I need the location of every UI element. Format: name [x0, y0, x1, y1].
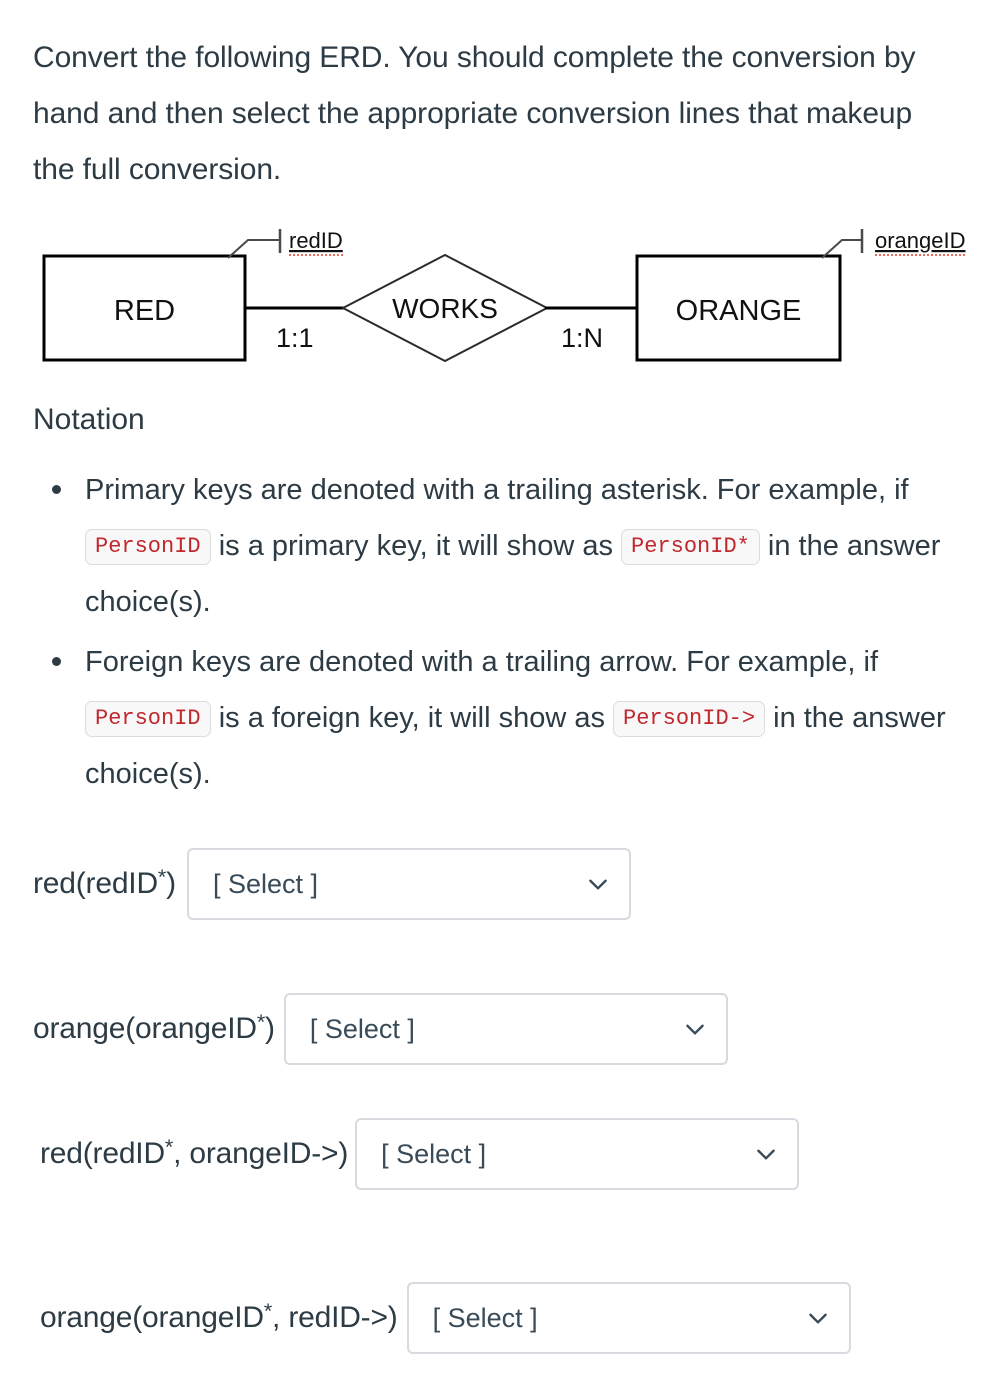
select-red-fk-value: [ Select ]: [381, 1138, 487, 1169]
notation-text-part1: Foreign keys are denoted with a trailing…: [85, 646, 879, 678]
answer-row-red: red(redID*) [ Select ]: [33, 848, 631, 920]
select-orange[interactable]: [ Select ]: [283, 993, 728, 1065]
answer-label-orange: orange(orangeID*): [33, 1008, 275, 1045]
question-prompt: Convert the following ERD. You should co…: [33, 41, 916, 186]
notation-text-part3: in the answer choice(s).: [85, 702, 946, 790]
bullet-icon: [52, 657, 61, 666]
select-orange-fk-value: [ Select ]: [432, 1302, 538, 1333]
answer-label-orange-fk: orange(orangeID*, redID->): [40, 1297, 398, 1334]
select-orange-value: [ Select ]: [309, 1013, 415, 1044]
relationship-label-works: WORKS: [392, 293, 498, 324]
answer-label-red: red(redID*): [33, 863, 176, 900]
notation-item-foreign-key: Foreign keys are denoted with a trailing…: [33, 634, 963, 802]
select-orange-fk[interactable]: [ Select ]: [406, 1282, 851, 1354]
code-chip-personid-fk: PersonID->: [613, 701, 766, 737]
relationship-diamond-works: [340, 253, 550, 363]
notation-text-part2: is a primary key, it will show as: [218, 530, 613, 562]
code-chip-personid-pk: PersonID*: [621, 529, 760, 565]
erd-diagram: RED redID 1:1 WORKS 1:N ORANGE orangeID: [0, 210, 1004, 385]
chevron-down-icon: [585, 871, 611, 897]
attribute-label-redid: redID: [289, 228, 343, 253]
chevron-down-icon: [682, 1016, 708, 1042]
answer-row-red-fk: red(redID*, orangeID->) [ Select ]: [40, 1118, 800, 1190]
cardinality-label-right: 1:N: [561, 323, 603, 353]
notation-heading: Notation: [33, 403, 145, 436]
answer-row-orange-fk: orange(orangeID*, redID->) [ Select ]: [40, 1282, 851, 1354]
answer-row-orange: orange(orangeID*) [ Select ]: [33, 993, 728, 1065]
notation-text-part2: is a foreign key, it will show as: [218, 702, 605, 734]
cardinality-label-left: 1:1: [276, 323, 314, 353]
notation-list: Primary keys are denoted with a trailing…: [33, 462, 963, 802]
select-red-fk[interactable]: [ Select ]: [355, 1118, 800, 1190]
code-chip-personid: PersonID: [85, 529, 211, 565]
entity-box-orange: [635, 254, 842, 362]
notation-text-part3: in the answer choice(s).: [85, 530, 941, 618]
select-red-value: [ Select ]: [212, 868, 318, 899]
answer-label-red-fk: red(redID*, orangeID->): [40, 1133, 349, 1170]
chevron-down-icon: [753, 1141, 779, 1167]
bullet-icon: [52, 485, 61, 494]
entity-label-red: RED: [114, 295, 175, 327]
notation-text-part1: Primary keys are denoted with a trailing…: [85, 474, 909, 506]
attribute-connector-redid: [227, 239, 280, 259]
entity-box-red: [42, 254, 247, 362]
select-red[interactable]: [ Select ]: [186, 848, 631, 920]
attribute-connector-orangeid: [821, 239, 862, 259]
attribute-label-orangeid: orangeID: [875, 228, 966, 253]
entity-label-orange: ORANGE: [676, 295, 802, 327]
code-chip-personid: PersonID: [85, 701, 211, 737]
chevron-down-icon: [805, 1305, 831, 1331]
notation-item-primary-key: Primary keys are denoted with a trailing…: [33, 462, 963, 630]
